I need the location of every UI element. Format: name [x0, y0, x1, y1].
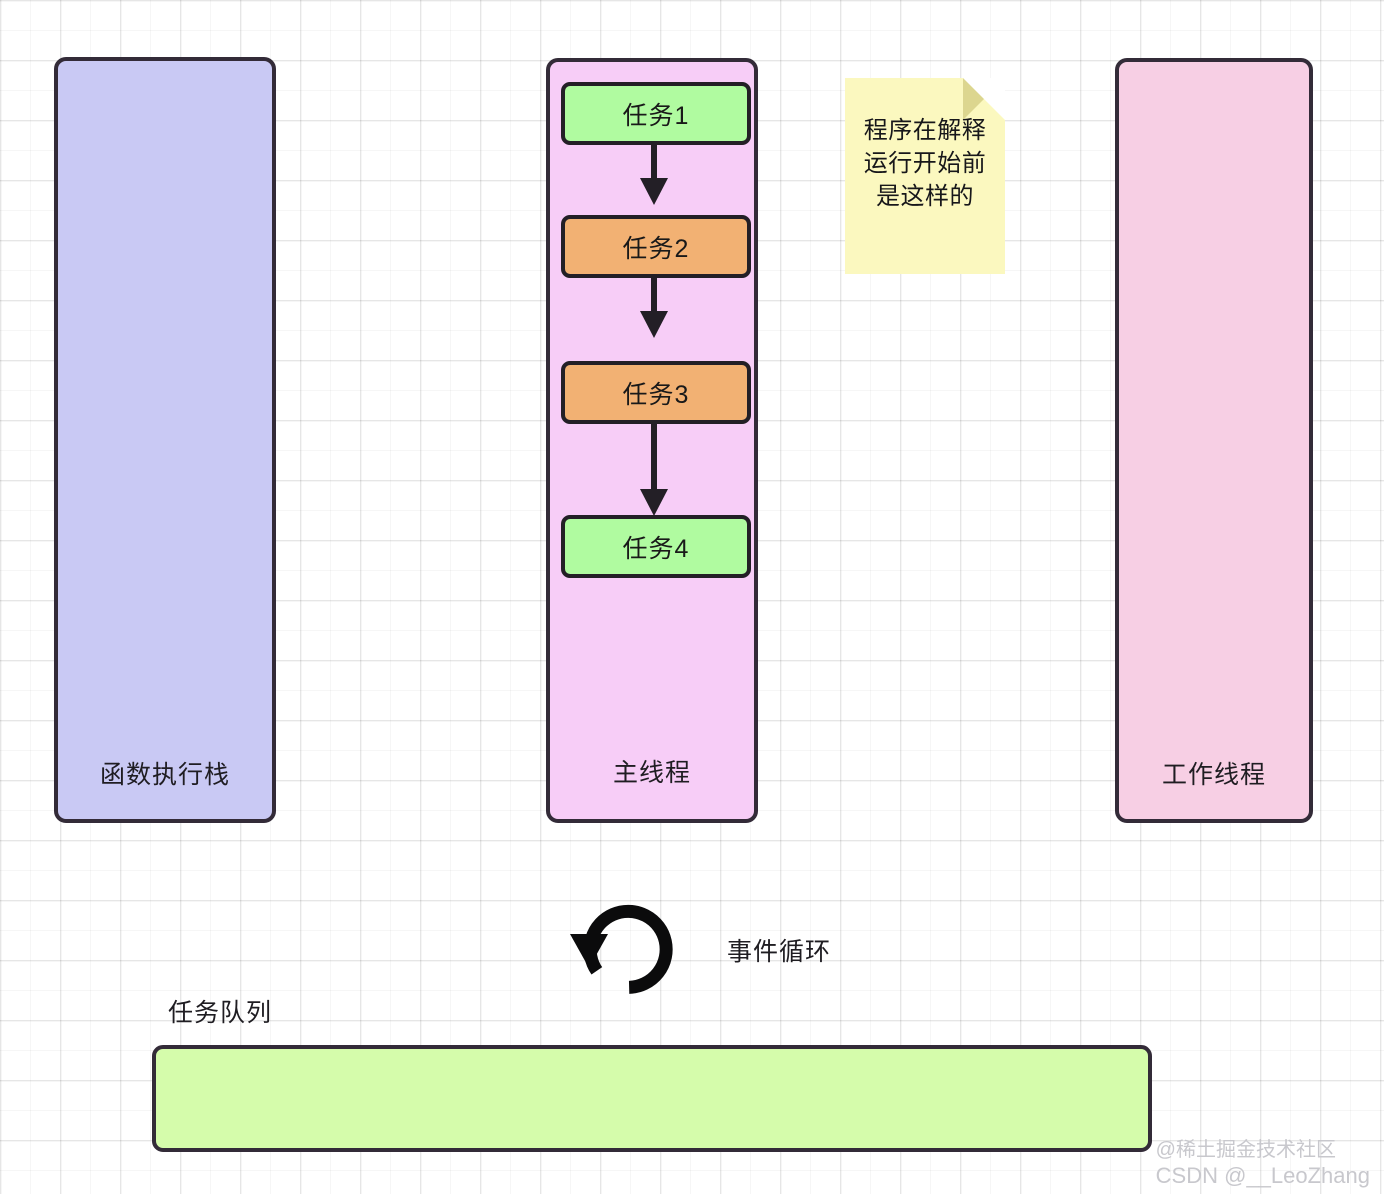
main-thread-label: 主线程 [612, 759, 691, 787]
event-loop-label: 事件循环 [727, 938, 832, 966]
task-box-2: 任务2 [561, 215, 751, 278]
task-box-4: 任务4 [561, 515, 751, 578]
watermark-line-1: @稀土掘金技术社区 [1155, 1139, 1336, 1161]
task-box-1: 任务1 [561, 82, 751, 145]
arrow-task3-to-task4 [640, 424, 668, 516]
sticky-note-text: 程序在解释运行开始前是这样的 [863, 117, 987, 210]
arrow-head-icon [640, 311, 668, 338]
task-queue-box [152, 1045, 1152, 1152]
arrow-task2-to-task3 [640, 278, 668, 338]
worker-thread-label: 工作线程 [1161, 761, 1266, 789]
arrow-head-icon [640, 489, 668, 516]
call-stack-box: 函数执行栈 [54, 57, 276, 823]
arrow-task1-to-task2 [640, 145, 668, 205]
arrow-shaft [651, 145, 657, 181]
main-thread-box: 任务1 任务2 任务3 任务4 主线程 [546, 58, 758, 823]
worker-thread-box: 工作线程 [1115, 58, 1313, 823]
arrow-head-icon [640, 178, 668, 205]
arrow-shaft [651, 424, 657, 492]
task-box-3: 任务3 [561, 361, 751, 424]
task-queue-label: 任务队列 [168, 999, 273, 1027]
call-stack-label: 函数执行栈 [99, 761, 230, 789]
sticky-note: 程序在解释运行开始前是这样的 [845, 78, 1005, 274]
watermark: @稀土掘金技术社区 CSDN @__LeoZhang [1156, 1138, 1370, 1188]
watermark-line-2: CSDN @__LeoZhang [1155, 1163, 1370, 1188]
circular-arrow-icon [570, 904, 673, 994]
arrow-shaft [651, 278, 657, 314]
sticky-note-fold-cut-icon [963, 78, 1005, 120]
